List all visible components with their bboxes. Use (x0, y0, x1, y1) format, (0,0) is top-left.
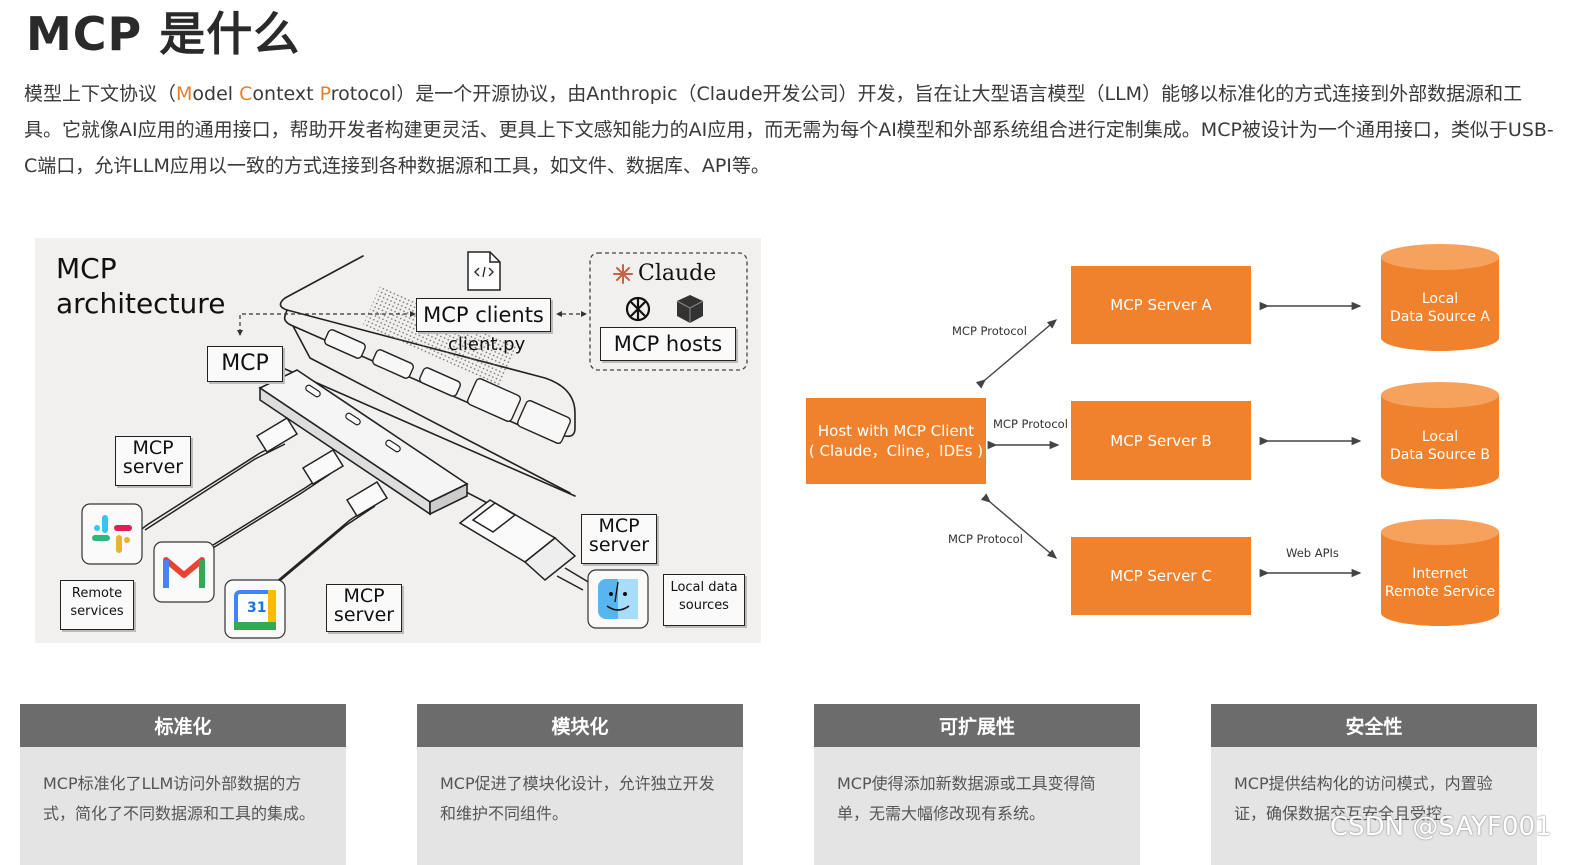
intro-text-1: 模型上下文协议（ (24, 83, 177, 105)
client-file-label: client.py (448, 334, 526, 355)
arrow-host-to-server-a (975, 319, 1058, 389)
server-2-line2: server (588, 534, 650, 556)
mcp-label-box: MCP (207, 346, 283, 382)
feature-card-security: 安全性 MCP提供结构化的访问模式，内置验证，确保数据交互安全且受控。 (1211, 704, 1537, 865)
intro-text-m: odel (192, 83, 240, 105)
ds-b-line2: Data Source B (1389, 447, 1491, 463)
mcp-server-box-2: MCP server (581, 514, 657, 564)
ds-b-line1: Local (1421, 429, 1459, 445)
ds-c-line2: Remote Service (1384, 584, 1496, 600)
finder-icon (598, 579, 638, 619)
architecture-title-line2: architecture (56, 287, 226, 320)
code-file-icon (467, 251, 501, 291)
web-apis-label: Web APIs (1286, 546, 1339, 560)
arrow-host-to-server-c (980, 493, 1058, 559)
calendar-day: 31 (247, 600, 267, 616)
card-title: 标准化 (20, 704, 346, 747)
intro-accent-p: P (319, 83, 331, 105)
perplexity-icon (676, 295, 704, 323)
slack-icon (92, 515, 132, 553)
card-body: MCP提供结构化的访问模式，内置验证，确保数据交互安全且受控。 (1234, 774, 1493, 823)
remote-line2: services (70, 604, 124, 619)
protocol-label-c: MCP Protocol (948, 532, 1023, 546)
cylinder-top (1381, 382, 1499, 408)
feature-card-modularity: 模块化 MCP促进了模块化设计，允许独立开发和维护不同组件。 (417, 704, 743, 865)
server-2-line1: MCP (598, 515, 640, 537)
card-title: 模块化 (417, 704, 743, 747)
ds-a-line2: Data Source A (1390, 309, 1490, 325)
architecture-title-line1: MCP (56, 252, 117, 285)
server-3-line2: server (333, 604, 395, 626)
intro-accent-m: M (176, 83, 193, 105)
ds-c-line1: Internet (1412, 566, 1468, 582)
gmail-icon (163, 557, 205, 588)
mcp-hosts-box: MCP hosts (600, 327, 736, 361)
intro-paragraph: 模型上下文协议（Model Context Protocol）是一个开源协议，由… (24, 76, 1559, 184)
server-1-line1: MCP (132, 437, 174, 459)
mcp-server-box-1: MCP server (115, 436, 191, 486)
remote-services-box: Remote services (60, 580, 134, 630)
card-body: MCP标准化了LLM访问外部数据的方式，简化了不同数据源和工具的集成。 (43, 774, 316, 823)
data-source-b-cylinder: Local Data Source B (1381, 382, 1499, 490)
card-body: MCP促进了模块化设计，允许独立开发和维护不同组件。 (440, 774, 715, 823)
server-a-box: MCP Server A (1071, 266, 1251, 344)
local-data-sources-box: Local data sources (663, 574, 745, 626)
ds-a-line1: Local (1421, 291, 1459, 307)
mcp-clients-box: MCP clients (416, 298, 551, 332)
intro-accent-c: C (239, 83, 253, 105)
data-source-a-cylinder: Local Data Source A (1381, 244, 1499, 352)
cylinder-top (1381, 519, 1499, 545)
server-1-line2: server (122, 456, 184, 478)
data-source-c-cylinder: Internet Remote Service (1381, 519, 1499, 627)
host-line2: ( Claude，Cline，IDEs ) (808, 441, 984, 460)
card-body: MCP使得添加新数据源或工具变得简单，无需大幅修改现有系统。 (837, 774, 1096, 823)
feature-card-standardization: 标准化 MCP标准化了LLM访问外部数据的方式，简化了不同数据源和工具的集成。 (20, 704, 346, 865)
page-title: MCP 是什么 (26, 7, 301, 61)
cylinder-top (1381, 244, 1499, 270)
remote-line1: Remote (71, 586, 123, 601)
local-line2: sources (679, 598, 729, 613)
feature-card-extensibility: 可扩展性 MCP使得添加新数据源或工具变得简单，无需大幅修改现有系统。 (814, 704, 1140, 865)
mcp-flow-diagram: Host with MCP Client ( Claude，Cline，IDEs… (800, 240, 1540, 640)
server-c-box: MCP Server C (1071, 537, 1251, 615)
claude-label: Claude (638, 261, 717, 286)
server-b-box: MCP Server B (1071, 401, 1251, 480)
server-3-line1: MCP (343, 585, 385, 607)
local-line1: Local data (670, 580, 738, 595)
watermark: CSDN @SAYF001 (1330, 812, 1552, 842)
protocol-label-b: MCP Protocol (993, 417, 1068, 431)
host-line1: Host with MCP Client (817, 421, 975, 440)
card-title: 可扩展性 (814, 704, 1140, 747)
laptop-and-cables-drawing (81, 251, 748, 639)
intro-text-p: rotocol）是一个开源协议，由Anthropic（Claude开发公司）开发… (24, 83, 1554, 177)
openai-icon (625, 296, 651, 322)
card-title: 安全性 (1211, 704, 1537, 747)
google-calendar-icon (234, 590, 276, 630)
claude-star-icon (613, 264, 633, 284)
protocol-label-a: MCP Protocol (952, 324, 1027, 338)
host-box: Host with MCP Client ( Claude，Cline，IDEs… (806, 398, 986, 484)
mcp-server-box-3: MCP server (326, 584, 402, 632)
mcp-architecture-illustration: MCP architecture MCP MCP clients client.… (35, 238, 761, 643)
intro-text-c: ontext (252, 83, 320, 105)
flow-arrows (975, 301, 1362, 578)
